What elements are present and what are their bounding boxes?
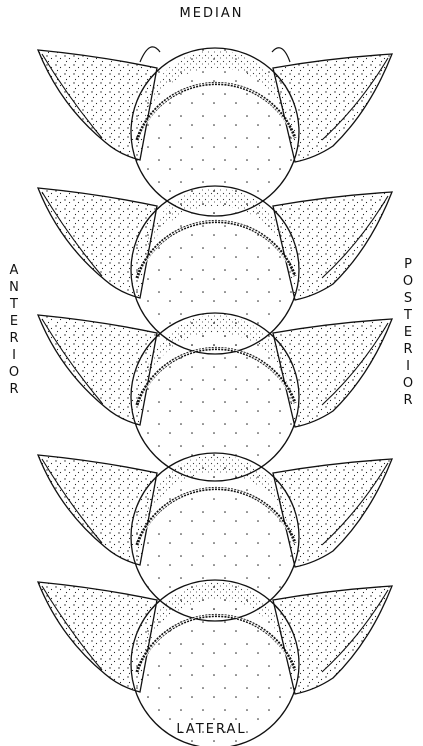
right-wing-1 (273, 54, 392, 162)
right-wing-4 (273, 459, 392, 567)
left-wing-5 (38, 582, 157, 692)
left-wing-1 (38, 50, 157, 160)
right-wing-5 (273, 586, 392, 694)
left-wing-4 (38, 455, 157, 565)
right-wing-3 (273, 319, 392, 427)
median-stub-left (140, 47, 160, 62)
median-stub-right (272, 48, 290, 62)
median-label: MEDIAN (0, 6, 423, 21)
right-wing-2 (273, 192, 392, 300)
lateral-label: LATERAL (0, 722, 423, 737)
left-wing-2 (38, 188, 157, 298)
left-wing-3 (38, 315, 157, 425)
